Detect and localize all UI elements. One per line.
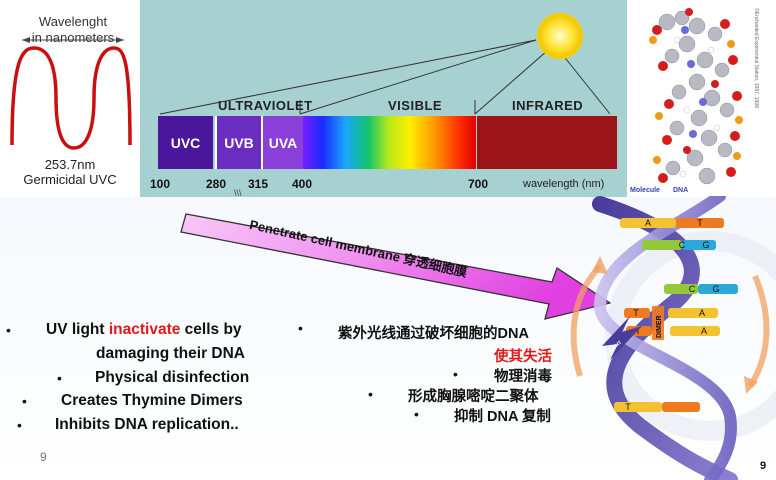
uv-light-bolt-icon	[602, 316, 642, 360]
band-visible: VISIBLE	[388, 98, 443, 113]
arrow-left-icon	[22, 37, 30, 43]
rung-label-6: G	[712, 284, 719, 294]
uvb-box: UVB	[215, 116, 261, 169]
rung-label-8: T	[635, 326, 641, 336]
wavelength-axis-label: wavelength (nm)	[523, 178, 605, 190]
dimer-label: DIMER	[656, 315, 663, 338]
spectrum-graphic: \\\	[159, 13, 617, 197]
molecule-side-credit: ©Enchanted Experiential Station, 1997, 1…	[753, 8, 760, 108]
molecule-atoms	[649, 8, 743, 185]
bullet-dot: •	[298, 320, 303, 336]
visible-band	[302, 116, 476, 169]
rung-label-10: A	[701, 326, 707, 336]
rung-label-3: C	[679, 240, 686, 250]
bullet-en-1-line2: damaging their DNA	[96, 345, 245, 362]
wave-title-line1: Wavelenght	[38, 14, 108, 29]
bullet-dot: •	[6, 322, 11, 338]
rung-label-5: C	[689, 284, 696, 294]
bullet-zh-2: 物理消毒	[494, 369, 552, 385]
bullet-zh-4: 抑制 DNA 复制	[454, 409, 551, 425]
wave-title-line2: in nanometers	[31, 30, 115, 45]
tick-100: 100	[150, 177, 171, 191]
sun-rays	[159, 39, 611, 115]
bullet-en-1-line1: UV light inactivate cells by	[46, 321, 242, 338]
spectrum-panel: \\\ ULTRAVIOLET VISIBLE INFRARED UVC UVB…	[140, 0, 627, 197]
arrow-right-icon	[116, 37, 124, 43]
rung-label-4: G	[702, 240, 709, 250]
bullet-en-4: Inhibits DNA replication..	[55, 416, 239, 433]
bullet-en-2: Physical disinfection	[95, 369, 250, 386]
bullet-zh-3: 形成胸腺嘧啶二聚体	[408, 389, 539, 405]
wave-caption-line1: 253.7nm	[44, 157, 96, 172]
band-ultraviolet: ULTRAVIOLET	[218, 98, 313, 113]
rung-label-7: T	[633, 308, 639, 318]
bullet-dot: •	[368, 386, 373, 402]
molecule-caption-right: DNA	[673, 187, 688, 194]
sun-icon	[537, 13, 583, 59]
bullet-dot: •	[17, 417, 22, 433]
uva-box: UVA	[261, 116, 303, 169]
bullet-zh-1-line2: 使其失活	[494, 349, 552, 365]
wave-graphic	[10, 37, 132, 150]
svg-text:\\\: \\\	[234, 188, 242, 197]
rotation-arrows	[570, 263, 770, 388]
rung-label-2: T	[697, 218, 703, 228]
dna-molecule-panel: ©Enchanted Experiential Station, 1997, 1…	[627, 0, 776, 197]
dna-strand-1	[592, 196, 738, 480]
tick-700: 700	[468, 177, 489, 191]
infrared-band	[477, 116, 617, 169]
wave-caption-line2: Germicidal UVC	[23, 172, 117, 187]
bullet-zh-1-line1: 紫外光线通过破坏细胞的DNA	[338, 326, 529, 342]
dna-thymine-dimer-diagram: A T C G C G T T A A T DIMER UV LIGHT	[570, 196, 776, 480]
molecule-caption-left: Molecule	[630, 187, 660, 194]
bullet-en-3: Creates Thymine Dimers	[61, 392, 243, 409]
dna-strand-2	[593, 196, 737, 480]
bullet-dot: •	[414, 406, 419, 422]
uvc-box: UVC	[158, 116, 213, 169]
band-infrared: INFRARED	[512, 98, 584, 113]
dna-molecule-image: ©Enchanted Experiential Station, 1997, 1…	[630, 8, 760, 194]
tick-400: 400	[292, 177, 313, 191]
tick-280: 280	[206, 177, 227, 191]
slide-number-right: 9	[760, 460, 767, 472]
slide-number-left: 9	[40, 450, 47, 464]
sine-wave	[10, 46, 132, 150]
bullet-dot: •	[453, 366, 458, 382]
rung-label-11: T	[625, 402, 631, 412]
tick-315: 315	[248, 177, 269, 191]
arrow-shape	[180, 213, 612, 320]
rung-label-9: A	[699, 308, 705, 318]
wavelength-panel: Wavelenght in nanometers 253.7nm Germici…	[0, 0, 140, 197]
rung-label-1: A	[645, 218, 651, 228]
bullet-dot: •	[57, 370, 62, 386]
highlight-inactivate: inactivate	[108, 321, 181, 338]
bullet-dot: •	[22, 393, 27, 409]
